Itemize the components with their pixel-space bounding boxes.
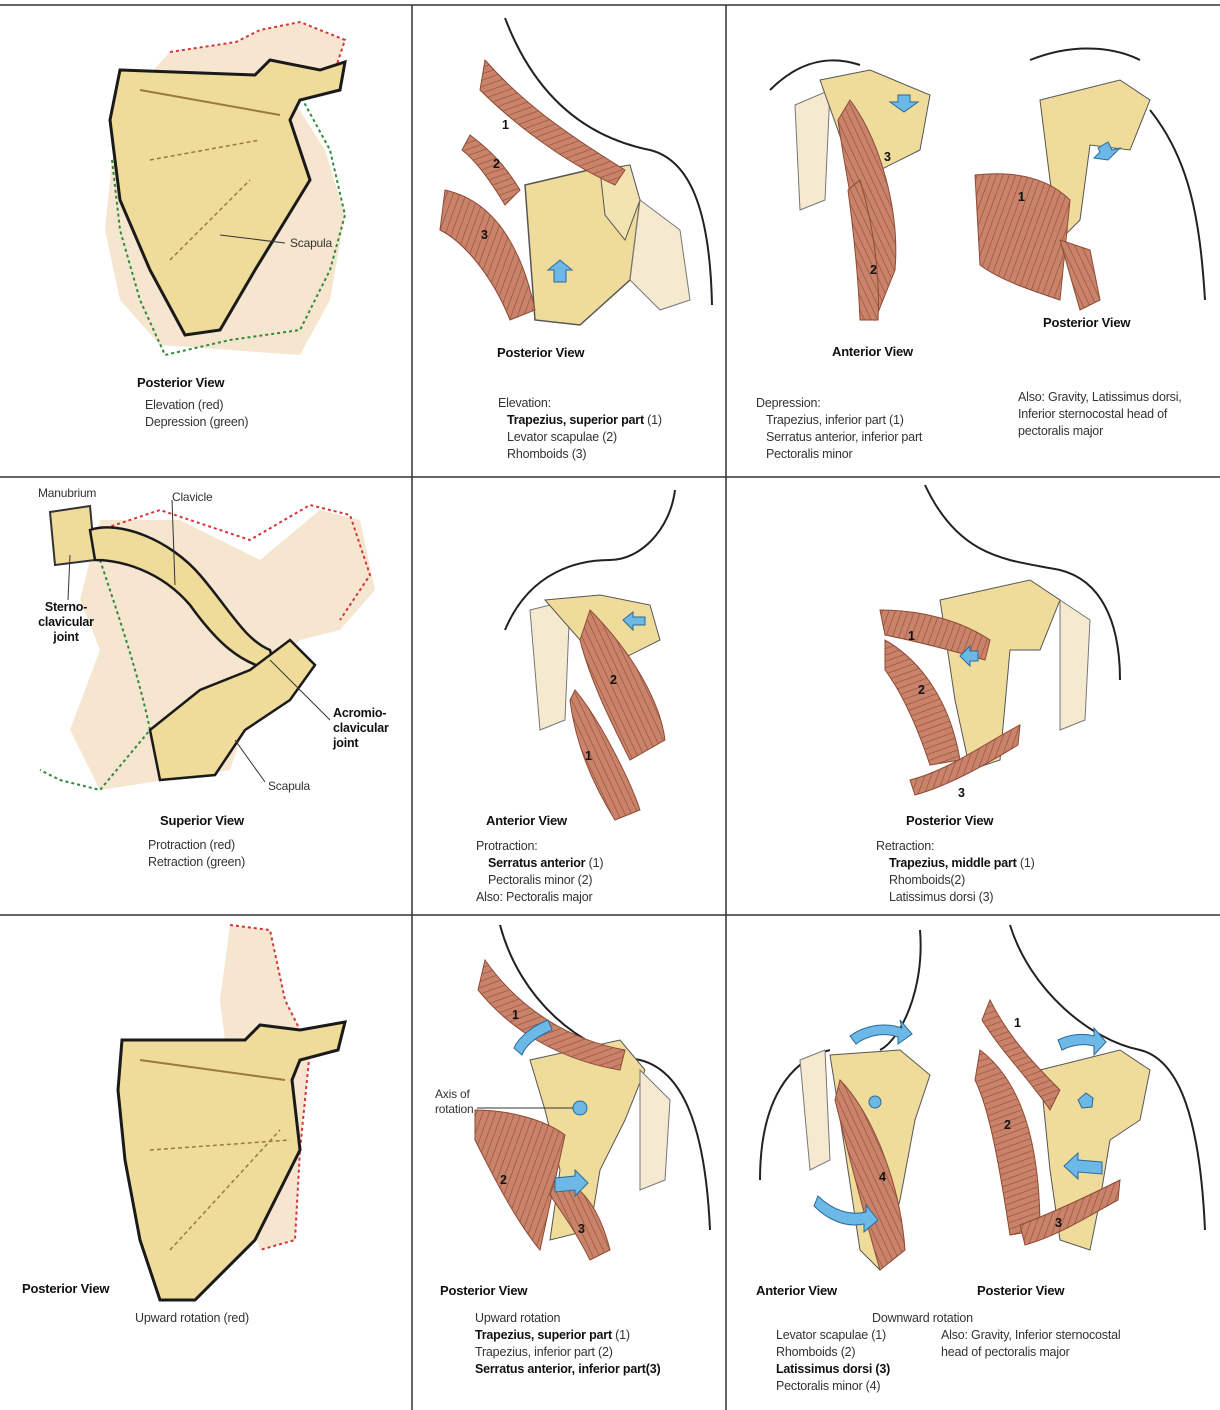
muscle-list-item: Rhomboids(2) <box>889 873 965 888</box>
axis-of-rotation-label: Axis of rotation <box>435 1087 473 1117</box>
action-title: Protraction: <box>476 839 538 854</box>
acromioclavicular-line3: joint <box>333 736 389 751</box>
panel-view-title: Posterior View <box>497 345 584 360</box>
also-note: Also: Pectoralis major <box>476 890 592 905</box>
panel-view-title: Posterior View <box>906 813 993 828</box>
muscle-name-primary: Trapezius, superior part <box>475 1328 612 1342</box>
muscle-list-item: Levator scapulae (1) <box>776 1328 886 1343</box>
muscle-list-item: Pectoralis minor (2) <box>488 873 592 888</box>
acromioclavicular-line2: clavicular <box>333 721 389 736</box>
action-title: Downward rotation <box>872 1311 973 1326</box>
also-note: Also: Gravity, Inferior sternocostal <box>941 1328 1120 1343</box>
muscle-list-item: Trapezius, inferior part (1) <box>766 413 904 428</box>
muscle-list-item: Pectoralis minor <box>766 447 852 462</box>
muscle-number-label: 2 <box>918 683 925 698</box>
caption-elevation: Elevation (red) <box>145 398 223 413</box>
muscle-number-label: 3 <box>578 1222 585 1237</box>
muscle-list-item: Trapezius, middle part (1) <box>889 856 1035 871</box>
caption-depression: Depression (green) <box>145 415 248 430</box>
scapula-label: Scapula <box>290 236 332 251</box>
muscle-list-item: Serratus anterior (1) <box>488 856 603 871</box>
manubrium-label: Manubrium <box>38 486 96 501</box>
muscle-number-label: 2 <box>493 157 500 172</box>
muscle-list-item: Latissimus dorsi (3) <box>889 890 993 905</box>
muscle-number-label: 3 <box>1055 1216 1062 1231</box>
axis-line2: rotation <box>435 1102 473 1117</box>
sternoclavicular-joint-label: Sterno- clavicular joint <box>30 600 102 645</box>
muscle-list-item: Trapezius, superior part (1) <box>507 413 662 428</box>
panel-view-title: Anterior View <box>832 344 913 359</box>
panel-view-title: Posterior View <box>137 375 224 390</box>
protraction-muscles-illustration <box>505 490 675 820</box>
superior-view-shoulder-girdle-illustration <box>40 500 375 790</box>
muscle-number-label: 1 <box>1018 190 1025 205</box>
acromioclavicular-joint-label: Acromio- clavicular joint <box>333 706 389 751</box>
panel-view-title: Anterior View <box>756 1283 837 1298</box>
muscle-number-label: 2 <box>610 673 617 688</box>
caption-retraction: Retraction (green) <box>148 855 245 870</box>
also-note: Inferior sternocostal head of <box>1018 407 1167 422</box>
clavicle-label: Clavicle <box>172 490 212 505</box>
also-note: Also: Gravity, Latissimus dorsi, <box>1018 390 1182 405</box>
muscle-name-primary: Trapezius, superior part <box>507 413 644 427</box>
elevation-muscles-illustration <box>440 18 712 325</box>
muscle-list-item: Serratus anterior, inferior part(3) <box>475 1362 660 1377</box>
muscle-list-item: Trapezius, inferior part (2) <box>475 1345 613 1360</box>
panel-view-title: Superior View <box>160 813 244 828</box>
muscle-list-item: Serratus anterior, inferior part <box>766 430 922 445</box>
muscle-number-label: 4 <box>879 1170 886 1185</box>
muscle-number: (1) <box>1017 856 1035 870</box>
action-title: Elevation: <box>498 396 551 411</box>
muscle-list-item: Levator scapulae (2) <box>507 430 617 445</box>
panel-view-title: Posterior View <box>1043 315 1130 330</box>
muscle-number-label: 1 <box>512 1008 519 1023</box>
panel-view-title: Anterior View <box>486 813 567 828</box>
muscle-number: (1) <box>612 1328 630 1342</box>
retraction-muscles-illustration <box>880 485 1120 795</box>
scapula-elevation-depression-illustration <box>105 22 345 355</box>
muscle-number-label: 1 <box>585 749 592 764</box>
scapula-upward-rotation-illustration <box>118 925 345 1300</box>
muscle-number: (1) <box>644 413 662 427</box>
muscle-number-label: 3 <box>481 228 488 243</box>
muscle-name-primary: Trapezius, middle part <box>889 856 1017 870</box>
muscle-number: (1) <box>585 856 603 870</box>
muscle-name-primary: Serratus anterior <box>488 856 585 870</box>
panel-view-title: Posterior View <box>22 1281 109 1296</box>
acromioclavicular-line1: Acromio- <box>333 706 389 721</box>
muscle-number-label: 1 <box>502 118 509 133</box>
muscle-list-item: Latissimus dorsi (3) <box>776 1362 890 1377</box>
muscle-number-label: 1 <box>1014 1016 1021 1031</box>
sternoclavicular-line2: clavicular <box>30 615 102 630</box>
muscle-number-label: 2 <box>500 1173 507 1188</box>
muscle-list-item: Rhomboids (3) <box>507 447 586 462</box>
muscle-number-label: 3 <box>884 150 891 165</box>
muscle-number-label: 3 <box>958 786 965 801</box>
axis-line1: Axis of <box>435 1087 473 1102</box>
caption-upward-rotation: Upward rotation (red) <box>135 1311 249 1326</box>
sternoclavicular-line1: Sterno- <box>30 600 102 615</box>
panel-view-title: Posterior View <box>977 1283 1064 1298</box>
muscle-number-label: 2 <box>870 263 877 278</box>
panel-view-title: Posterior View <box>440 1283 527 1298</box>
muscle-list-item: Rhomboids (2) <box>776 1345 855 1360</box>
action-title: Upward rotation <box>475 1311 560 1326</box>
depression-muscles-illustration <box>770 48 1205 320</box>
muscle-list-item: Trapezius, superior part (1) <box>475 1328 630 1343</box>
muscle-number-label: 1 <box>908 629 915 644</box>
muscle-number-label: 2 <box>1004 1118 1011 1133</box>
muscle-list-item: Pectoralis minor (4) <box>776 1379 880 1394</box>
scapula-label: Scapula <box>268 779 310 794</box>
upward-rotation-muscles-illustration <box>475 925 710 1260</box>
also-note: pectoralis major <box>1018 424 1103 439</box>
action-title: Depression: <box>756 396 821 411</box>
action-title: Retraction: <box>876 839 934 854</box>
downward-rotation-muscles-illustration <box>760 925 1205 1270</box>
caption-protraction: Protraction (red) <box>148 838 235 853</box>
sternoclavicular-line3: joint <box>30 630 102 645</box>
also-note: head of pectoralis major <box>941 1345 1070 1360</box>
